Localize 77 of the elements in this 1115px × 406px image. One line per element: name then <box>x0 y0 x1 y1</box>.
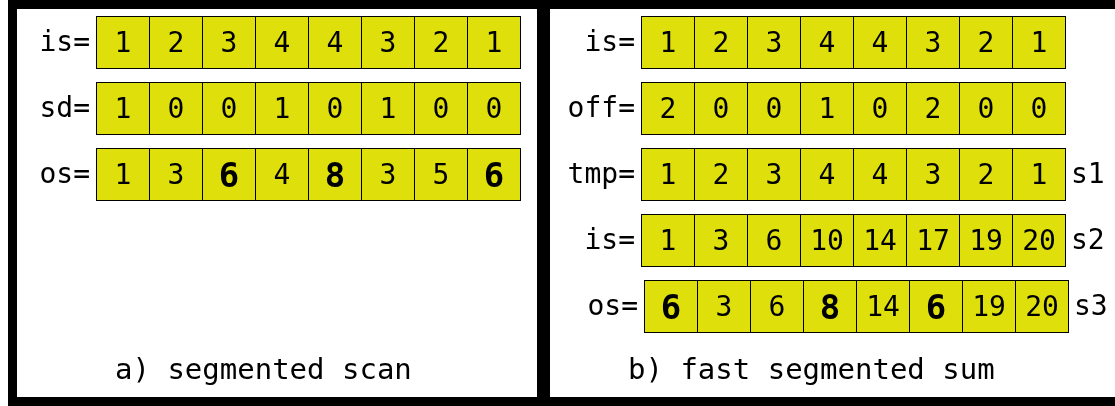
array-cell: 6 <box>644 280 698 333</box>
array-cell: 1 <box>1012 16 1066 69</box>
row-label: os= <box>586 288 638 324</box>
array-cell: 0 <box>308 82 362 135</box>
array-cell: 0 <box>853 82 907 135</box>
array-cell: 3 <box>361 16 415 69</box>
array-cell: 6 <box>750 280 804 333</box>
array-cell: 5 <box>414 148 468 201</box>
array-cell: 1 <box>1012 148 1066 201</box>
array-cell: 20 <box>1015 280 1069 333</box>
array-cell: 4 <box>800 148 854 201</box>
array-cell: 19 <box>962 280 1016 333</box>
array-cell: 3 <box>906 16 960 69</box>
array-cell: 0 <box>1012 82 1066 135</box>
array-cell: 3 <box>697 280 751 333</box>
array-cell: 6 <box>467 148 521 201</box>
array-cell: 1 <box>641 214 695 267</box>
array-cell: 6 <box>202 148 256 201</box>
array-cell: 4 <box>255 148 309 201</box>
array-cell: 1 <box>96 148 150 201</box>
array-cell: 8 <box>308 148 362 201</box>
array-cell: 2 <box>959 16 1013 69</box>
array-cell: 0 <box>959 82 1013 135</box>
array-cell: 2 <box>641 82 695 135</box>
array-cell: 4 <box>853 148 907 201</box>
array-cell: 1 <box>467 16 521 69</box>
row-label: is= <box>583 24 635 60</box>
array-cell: 1 <box>800 82 854 135</box>
array-cell: 3 <box>149 148 203 201</box>
array-cell: 6 <box>909 280 963 333</box>
array-cell: 0 <box>747 82 801 135</box>
array-cell: 2 <box>414 16 468 69</box>
array-cell: 3 <box>694 214 748 267</box>
array-cell: 19 <box>959 214 1013 267</box>
panel-caption: b) fast segmented sum <box>628 350 995 388</box>
array-cell: 14 <box>853 214 907 267</box>
row-label: off= <box>566 90 635 126</box>
array-cell: 1 <box>641 16 695 69</box>
array-cell: 17 <box>906 214 960 267</box>
row-label: is= <box>38 24 90 60</box>
array-cell: 4 <box>853 16 907 69</box>
array-cell: 2 <box>694 16 748 69</box>
array-cell: 2 <box>694 148 748 201</box>
row-label: is= <box>583 222 635 258</box>
array-cell: 3 <box>361 148 415 201</box>
array-cell: 14 <box>856 280 910 333</box>
array-cell: 4 <box>255 16 309 69</box>
array-cell: 0 <box>694 82 748 135</box>
row-label: os= <box>38 156 90 192</box>
array-cell: 0 <box>414 82 468 135</box>
array-cell: 0 <box>149 82 203 135</box>
array-cell: 3 <box>906 148 960 201</box>
array-cell: 10 <box>800 214 854 267</box>
array-cell: 2 <box>149 16 203 69</box>
step-label: s2 <box>1071 222 1105 258</box>
array-cell: 1 <box>96 16 150 69</box>
array-cell: 2 <box>906 82 960 135</box>
row-label: tmp= <box>566 156 635 192</box>
array-cell: 1 <box>96 82 150 135</box>
array-cell: 0 <box>467 82 521 135</box>
row-label: sd= <box>38 90 90 126</box>
array-cell: 6 <box>747 214 801 267</box>
step-label: s3 <box>1074 288 1108 324</box>
array-cell: 3 <box>747 16 801 69</box>
step-label: s1 <box>1071 156 1105 192</box>
array-cell: 3 <box>202 16 256 69</box>
array-cell: 8 <box>803 280 857 333</box>
array-cell: 4 <box>800 16 854 69</box>
array-cell: 1 <box>641 148 695 201</box>
array-cell: 2 <box>959 148 1013 201</box>
array-cell: 1 <box>255 82 309 135</box>
array-cell: 3 <box>747 148 801 201</box>
array-cell: 20 <box>1012 214 1066 267</box>
panel-caption: a) segmented scan <box>115 350 412 388</box>
array-cell: 0 <box>202 82 256 135</box>
array-cell: 4 <box>308 16 362 69</box>
array-cell: 1 <box>361 82 415 135</box>
